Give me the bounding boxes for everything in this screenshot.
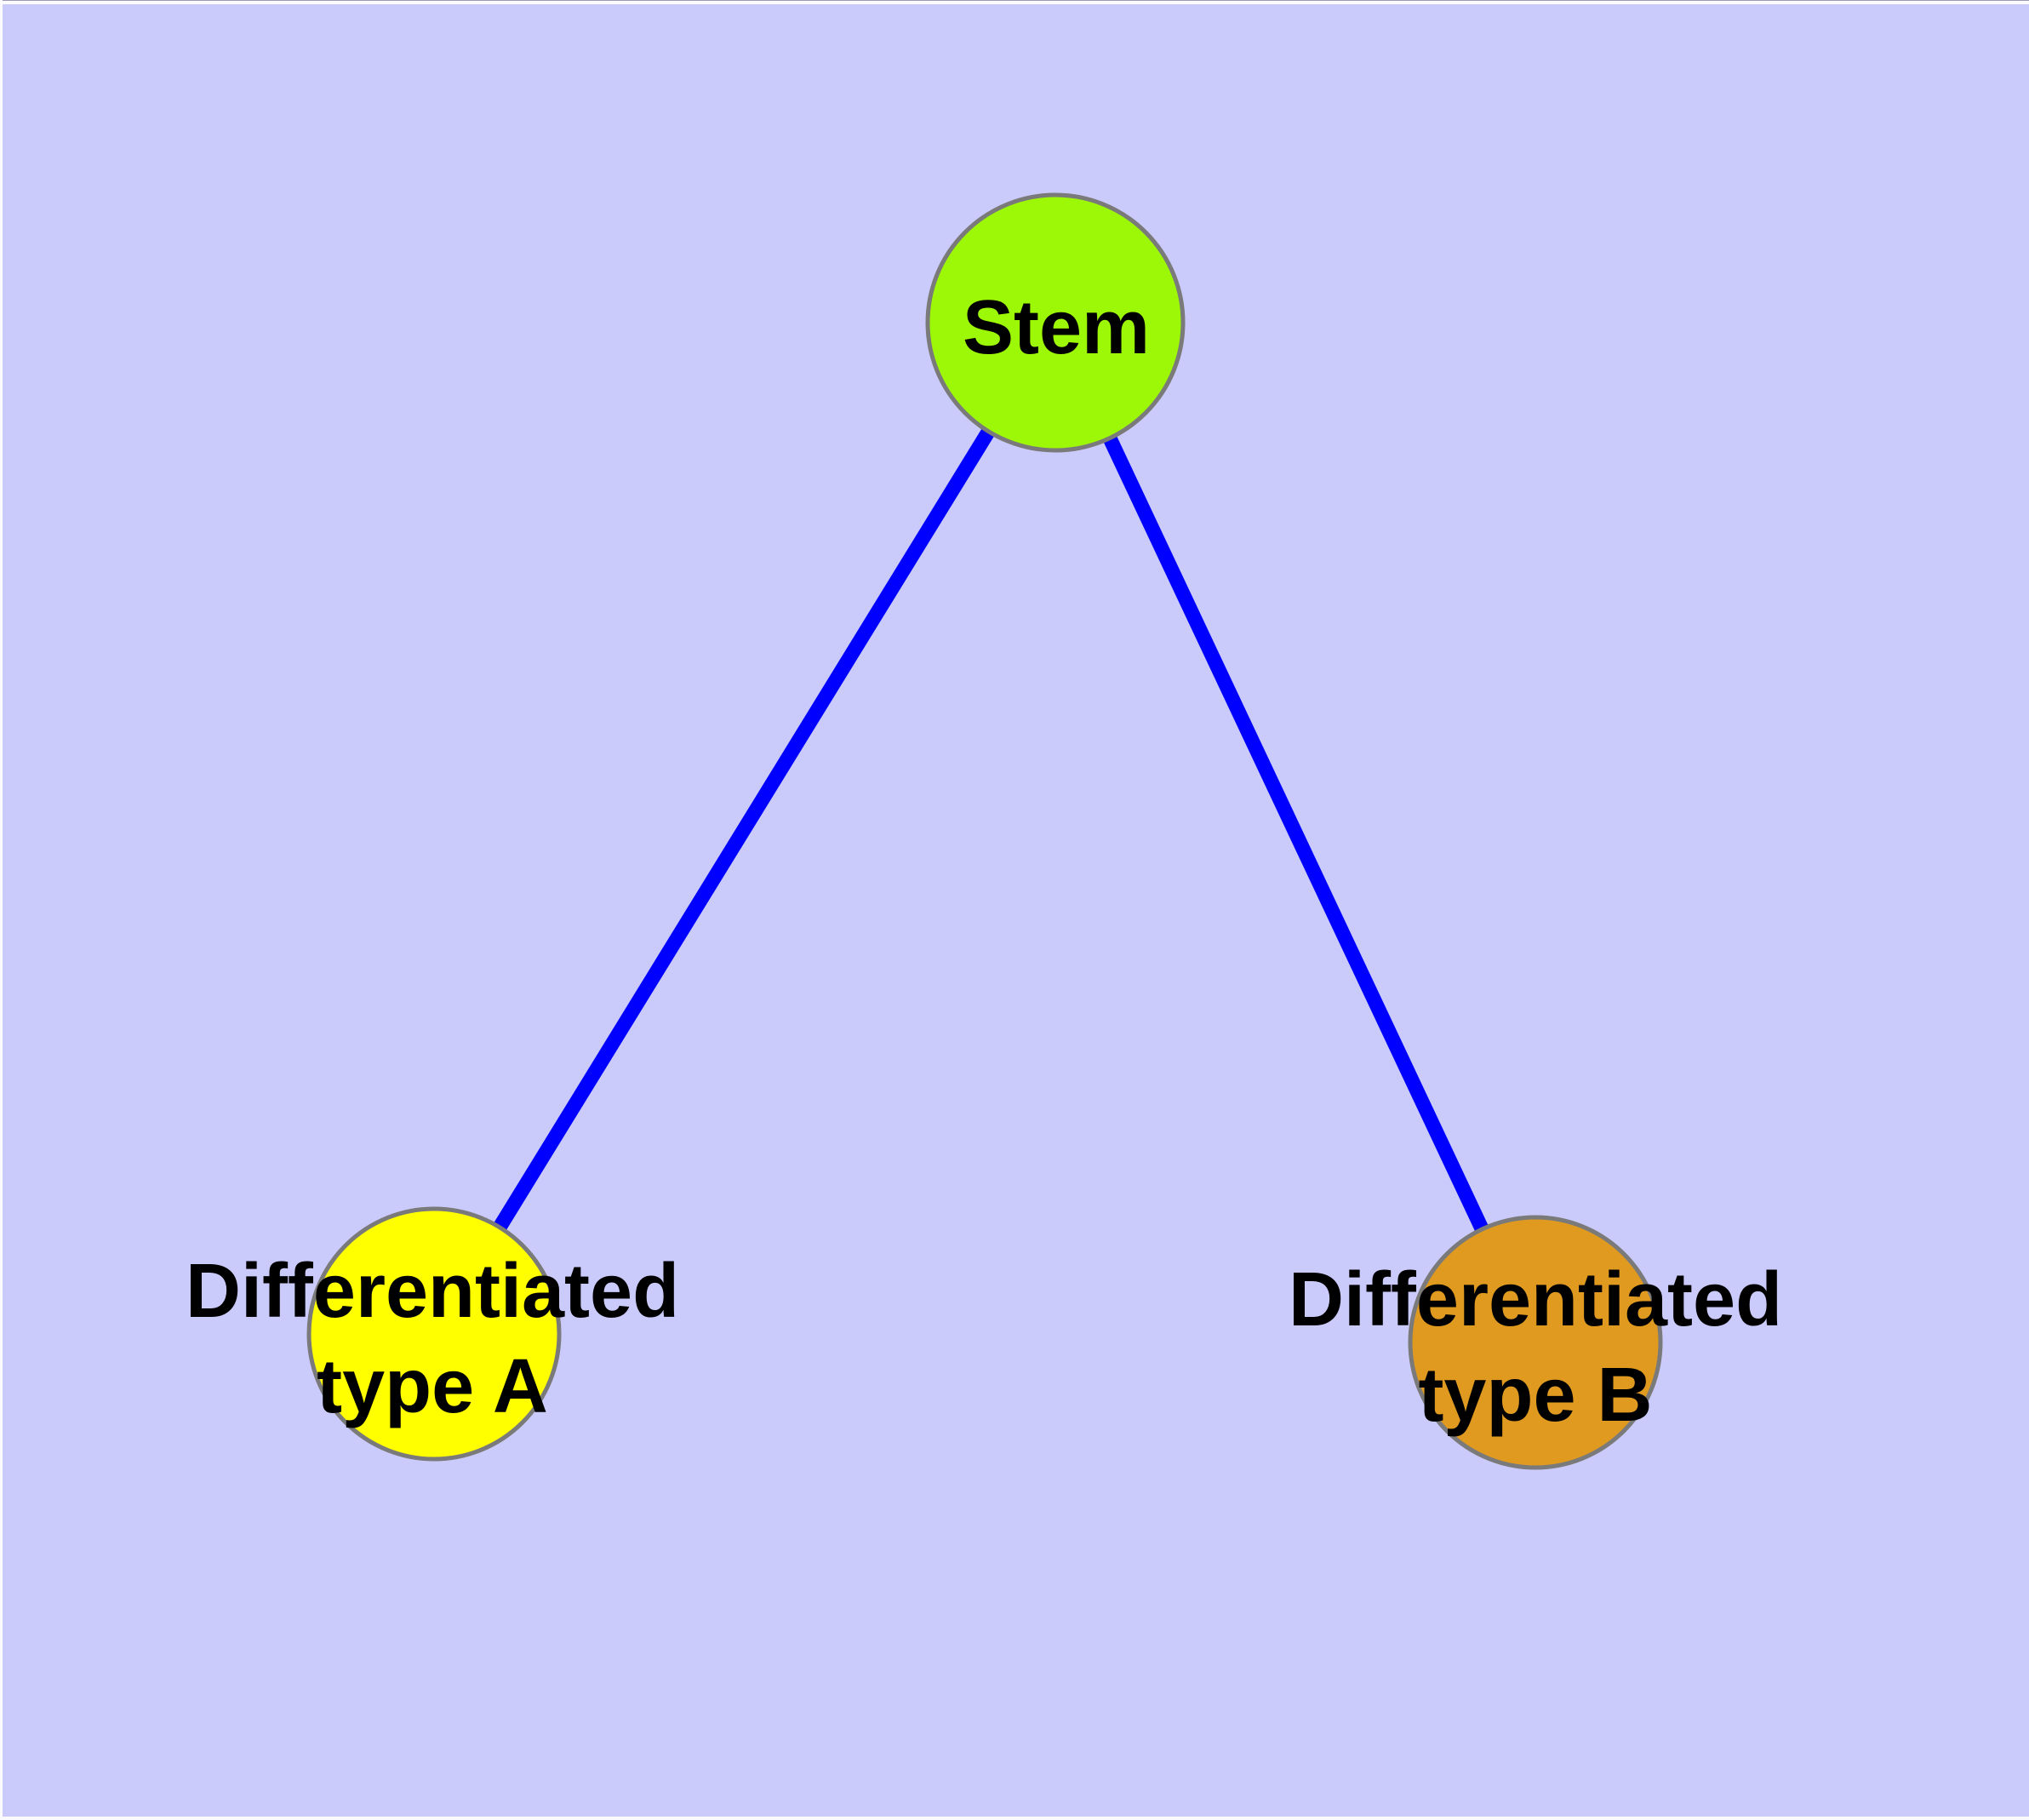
window-edge-left <box>0 0 3 1820</box>
edge-stem-to-type-b <box>1049 319 1542 1346</box>
plot-canvas: Stem Differentiated type A Differentiate… <box>3 4 2029 1817</box>
node-type-b-circle <box>1408 1215 1663 1470</box>
window-edge-bottom <box>0 1817 2029 1820</box>
edge-stem-to-type-a <box>427 318 1062 1338</box>
graph-canvas <box>3 4 2029 1817</box>
node-type-a-circle <box>306 1206 562 1462</box>
window-edge-top <box>0 0 2029 4</box>
node-stem-circle <box>925 192 1186 453</box>
